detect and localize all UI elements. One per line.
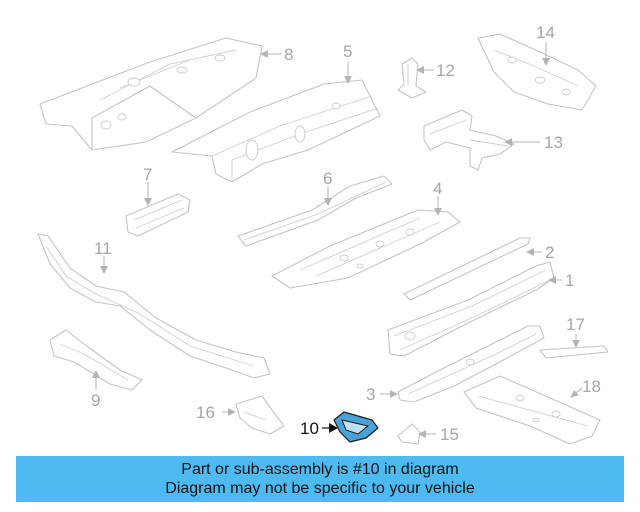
exploded-parts-diagram: 8 5 12 14 13 7 6 4 2 1 11 9 3 17 18 16 1… [37,23,609,445]
part-2-drawing [403,237,531,301]
callout-17: 17 [566,315,585,334]
callout-labels: 8 5 12 14 13 7 6 4 2 1 11 9 3 17 18 16 1… [91,23,601,444]
part-1-drawing [387,261,555,357]
callout-15: 15 [440,425,459,444]
callout-1: 1 [565,271,574,290]
part-14-drawing [477,33,597,111]
callout-4: 4 [433,179,442,198]
info-banner: Part or sub-assembly is #10 in diagram D… [16,456,624,502]
part-6-drawing [237,175,393,247]
callout-18: 18 [582,377,601,396]
callout-16: 16 [196,403,215,422]
part-15-drawing [397,423,421,445]
banner-part-notice: Part or sub-assembly is #10 in diagram [181,461,459,478]
part-7-drawing [125,193,191,237]
callout-6: 6 [323,169,332,188]
part-11-drawing [37,233,271,379]
callout-14: 14 [536,23,555,42]
callout-13: 13 [544,133,563,152]
callout-9: 9 [91,391,100,410]
part-3-drawing [397,325,545,403]
part-18-drawing [463,375,601,445]
part-5-drawing [171,79,381,183]
callout-10: 10 [300,419,319,438]
callout-12: 12 [436,61,455,80]
part-9-drawing [49,329,143,391]
part-8-drawing [39,37,263,151]
callout-8: 8 [284,45,293,64]
part-16-drawing [235,395,285,435]
leader-lines [92,42,583,438]
part-10-highlighted-drawing [333,411,379,443]
callout-2: 2 [545,243,554,262]
callout-5: 5 [343,42,352,61]
part-4-drawing [271,209,461,289]
callout-11: 11 [94,239,112,258]
part-17-drawing [539,345,609,359]
part-13-drawing [423,109,515,171]
callout-3: 3 [366,385,375,404]
callout-7: 7 [143,165,152,184]
part-12-drawing [397,57,427,99]
banner-disclaimer: Diagram may not be specific to your vehi… [165,480,475,497]
